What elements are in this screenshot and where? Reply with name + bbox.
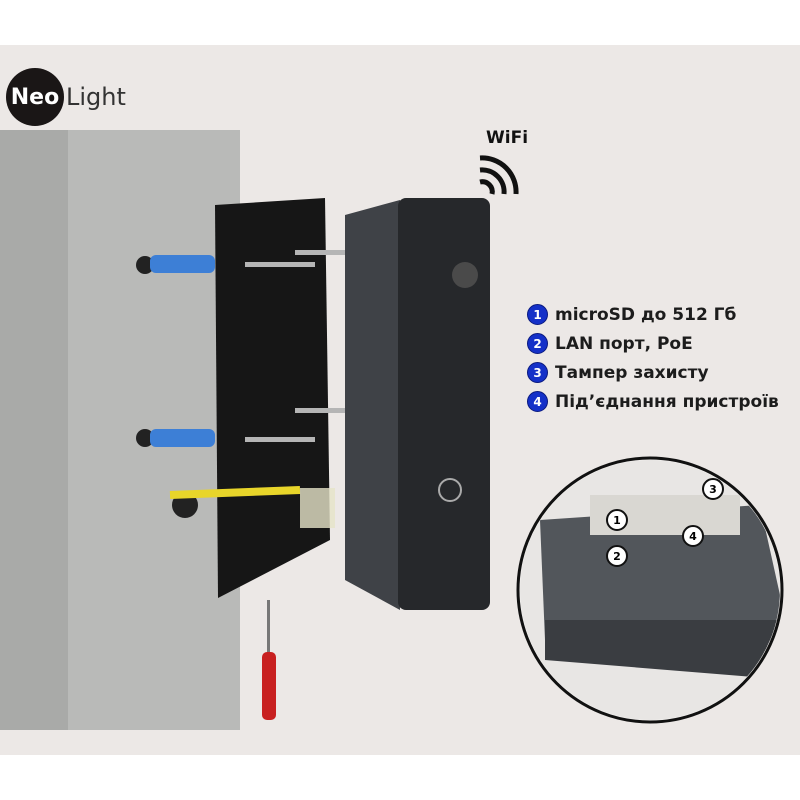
call-button (438, 478, 462, 502)
mounting-plate (215, 198, 330, 598)
wifi-icon (479, 155, 519, 195)
logo-mark: Neo (6, 68, 64, 126)
marker-tamper: 3 (702, 478, 724, 500)
device-front (398, 198, 490, 610)
feature-item: 4 Під’єднання пристроїв (527, 387, 779, 416)
marker-microsd: 1 (606, 509, 628, 531)
marker-connector: 4 (682, 525, 704, 547)
camera (452, 262, 478, 288)
feature-label: microSD до 512 Гб (555, 304, 737, 325)
number-badge: 2 (527, 333, 548, 354)
neolight-logo: Neo Light (6, 68, 126, 126)
feature-item: 3 Тампер захисту (527, 358, 779, 387)
feature-label: Під’єднання пристроїв (555, 391, 779, 412)
screwdriver (262, 652, 276, 720)
wall-side (0, 130, 68, 730)
feature-label: LAN порт, PoE (555, 333, 693, 354)
lan-cable (169, 486, 301, 499)
dowel (150, 429, 215, 447)
device-side (345, 200, 400, 610)
wifi-label: WiFi (486, 128, 529, 148)
feature-list: 1 microSD до 512 Гб 2 LAN порт, PoE 3 Тампе… (527, 300, 779, 416)
dowel (150, 255, 215, 273)
marker-lan: 2 (606, 545, 628, 567)
feature-label: Тампер захисту (555, 362, 709, 383)
logo-text: Light (66, 83, 126, 111)
number-badge: 1 (527, 304, 548, 325)
feature-item: 1 microSD до 512 Гб (527, 300, 779, 329)
feature-item: 2 LAN порт, PoE (527, 329, 779, 358)
number-badge: 3 (527, 362, 548, 383)
number-badge: 4 (527, 391, 548, 412)
